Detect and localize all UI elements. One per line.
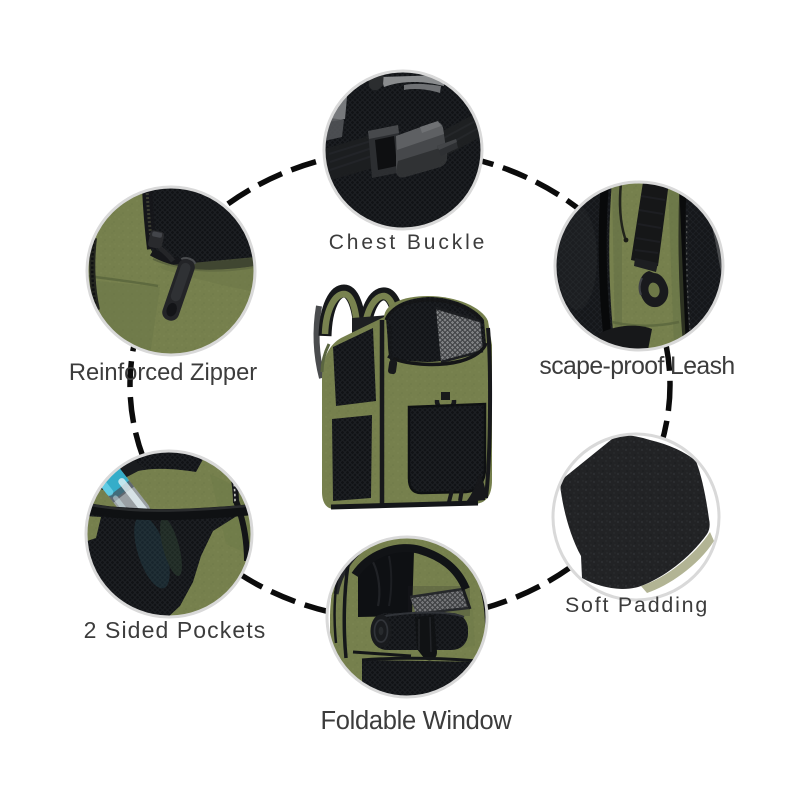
svg-text:Reinforced Zipper: Reinforced Zipper [69,360,257,386]
svg-text:Chest Buckle: Chest Buckle [329,231,488,254]
svg-text:Soft Padding: Soft Padding [565,593,709,617]
svg-text:scape-proof Leash: scape-proof Leash [539,353,734,380]
svg-text:Foldable Window: Foldable Window [320,707,512,735]
svg-text:2 Sided Pockets: 2 Sided Pockets [84,617,267,643]
